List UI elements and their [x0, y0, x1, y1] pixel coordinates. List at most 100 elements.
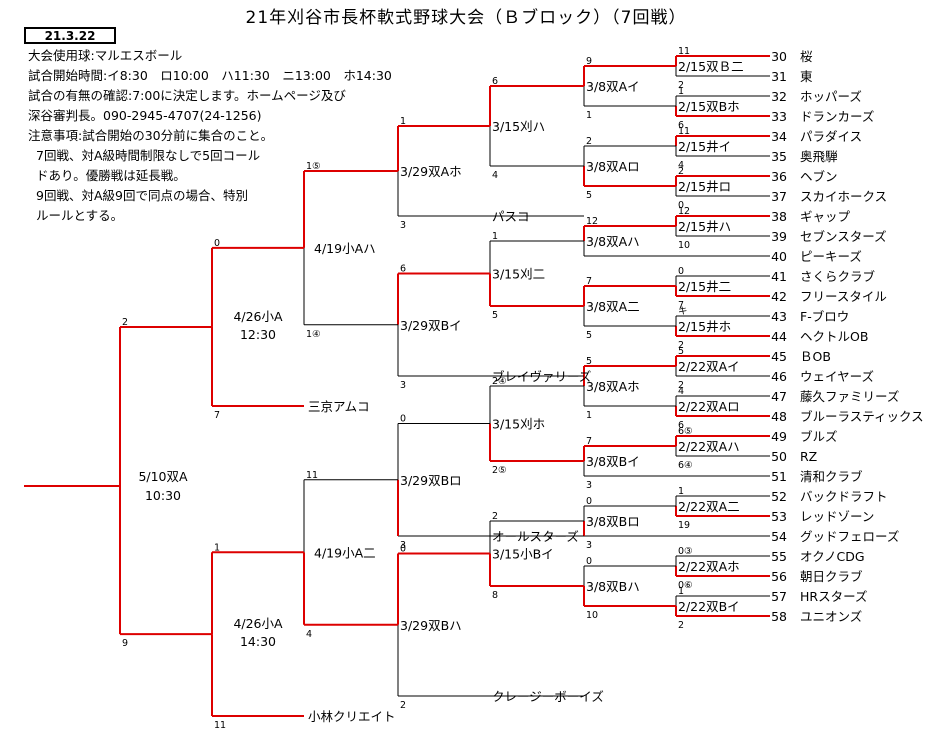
- match-label-m426a: 4/26小A: [233, 309, 283, 324]
- score-u4b: 2: [400, 700, 406, 711]
- score-q6b: 3: [586, 480, 592, 491]
- team-name-pasco: パスコ: [492, 209, 530, 224]
- team-name-45: ＢOB: [800, 349, 831, 364]
- match-time-m426b: 14:30: [240, 634, 276, 649]
- team-number-30: 30: [771, 49, 787, 64]
- team-number-56: 56: [771, 569, 787, 584]
- team-name-53: レッドゾーン: [800, 509, 874, 524]
- team-name-57: HRスターズ: [800, 589, 867, 604]
- score-q8a: 0: [586, 556, 592, 567]
- team-number-41: 41: [771, 269, 787, 284]
- team-number-51: 51: [771, 469, 787, 484]
- score-t2a: 1: [492, 231, 498, 242]
- score-q1b: 1: [586, 110, 592, 121]
- team-name-49: ブルズ: [800, 429, 838, 444]
- team-number-50: 50: [771, 449, 787, 464]
- score-s36: 2: [678, 166, 684, 177]
- match-label-m215b: 2/15双Bホ: [678, 99, 740, 114]
- team-name-50: RZ: [800, 449, 817, 464]
- team-name-35: 奥飛騨: [800, 149, 838, 164]
- team-name-allstars: オールスターズ: [492, 529, 579, 544]
- score-s45: 5: [678, 346, 684, 357]
- score-s39: 10: [678, 240, 690, 251]
- match-label-m38b: 3/8双Aロ: [586, 159, 640, 174]
- score-u1a: 1: [400, 116, 406, 127]
- score-s58: 2: [678, 620, 684, 631]
- match-label-m38d: 3/8双A二: [586, 299, 640, 314]
- team-name-30: 桜: [800, 49, 813, 64]
- score-q4a: 7: [586, 276, 592, 287]
- score-q1a: 9: [586, 56, 592, 67]
- team-name-55: オクノCDG: [800, 549, 865, 564]
- team-number-39: 39: [771, 229, 787, 244]
- team-number-49: 49: [771, 429, 787, 444]
- team-name-37: スカイホークス: [800, 189, 887, 204]
- page-title: 21年刈谷市長杯軟式野球大会（Ｂブロック）（7回戦）: [245, 8, 687, 28]
- match-label-m38h: 3/8双Bハ: [586, 579, 640, 594]
- match-label-final: 5/10双A: [138, 469, 188, 484]
- team-number-47: 47: [771, 389, 787, 404]
- team-number-34: 34: [771, 129, 787, 144]
- match-label-m426b: 4/26小A: [233, 616, 283, 631]
- score-s56: 0⑥: [678, 580, 693, 591]
- match-label-m329b: 3/29双Bイ: [400, 318, 462, 333]
- team-number-42: 42: [771, 289, 787, 304]
- score-x1b: 9: [122, 638, 128, 649]
- match-time-final: 10:30: [145, 488, 181, 503]
- score-s41: 0: [678, 266, 684, 277]
- team-number-31: 31: [771, 69, 787, 84]
- match-label-m38e: 3/8双Aホ: [586, 379, 640, 394]
- score-t1b: 4: [492, 170, 498, 181]
- score-s53: 19: [678, 520, 690, 531]
- score-s31: 2: [678, 80, 684, 91]
- match-label-m215a: 2/15双Ｂ二: [678, 59, 744, 74]
- score-s55: 0③: [678, 546, 693, 557]
- match-label-m222b: 2/22双Aロ: [678, 399, 740, 414]
- score-t3b: 2⑤: [492, 465, 507, 476]
- team-name-crazyboys: クレージーボーイズ: [492, 689, 604, 704]
- score-t2b: 5: [492, 310, 498, 321]
- score-t3a: 2④: [492, 376, 507, 387]
- note-confirmation: 試合の有無の確認:7:00に決定します。ホームページ及び: [28, 88, 346, 103]
- team-number-54: 54: [771, 529, 787, 544]
- team-name-sankyo: 三京アムコ: [308, 399, 370, 414]
- score-s46: 2: [678, 380, 684, 391]
- match-label-m315c: 3/15刈ホ: [492, 417, 545, 432]
- match-label-m419b: 4/19小A二: [314, 545, 376, 560]
- match-label-m215d: 2/15井ロ: [678, 179, 731, 194]
- team-name-33: ドランカーズ: [800, 109, 874, 124]
- score-s38: 12: [678, 206, 690, 217]
- score-x1a: 2: [122, 317, 128, 328]
- team-name-42: フリースタイル: [800, 289, 887, 304]
- team-number-52: 52: [771, 489, 787, 504]
- score-w2a: 1: [214, 542, 220, 553]
- match-label-m215f: 2/15井二: [678, 279, 731, 294]
- score-s49: 6⑤: [678, 426, 693, 437]
- note-rule-7b: ドあり。優勝戦は延長戦。: [36, 168, 186, 183]
- team-name-39: セブンスターズ: [800, 229, 887, 244]
- score-u1b: 3: [400, 220, 406, 231]
- match-label-m38a: 3/8双Aイ: [586, 79, 640, 94]
- team-number-45: 45: [771, 349, 787, 364]
- note-referee: 深谷審判長。090-2945-4707(24-1256): [28, 108, 262, 123]
- team-name-40: ピーキーズ: [800, 249, 862, 264]
- team-name-47: 藤久ファミリーズ: [800, 389, 899, 404]
- team-name-32: ホッパーズ: [800, 89, 862, 104]
- score-q2a: 2: [586, 136, 592, 147]
- team-name-44: ヘクトルOB: [800, 329, 868, 344]
- score-t1a: 6: [492, 76, 498, 87]
- match-label-m222a: 2/22双Aイ: [678, 359, 740, 374]
- score-s35: 4: [678, 160, 684, 171]
- score-q2b: 5: [586, 190, 592, 201]
- team-number-36: 36: [771, 169, 787, 184]
- note-ball: 大会使用球:マルエスボール: [28, 48, 183, 63]
- score-w1a: 0: [214, 238, 220, 249]
- team-name-52: バックドラフト: [800, 489, 888, 504]
- match-label-m222f: 2/22双Bイ: [678, 599, 740, 614]
- match-label-m38f: 3/8双Bイ: [586, 454, 640, 469]
- score-q5a: 5: [586, 356, 592, 367]
- score-v2a: 11: [306, 470, 318, 481]
- score-s42: 7: [678, 300, 684, 311]
- note-caution: 注意事項:試合開始の30分前に集合のこと。: [28, 128, 274, 143]
